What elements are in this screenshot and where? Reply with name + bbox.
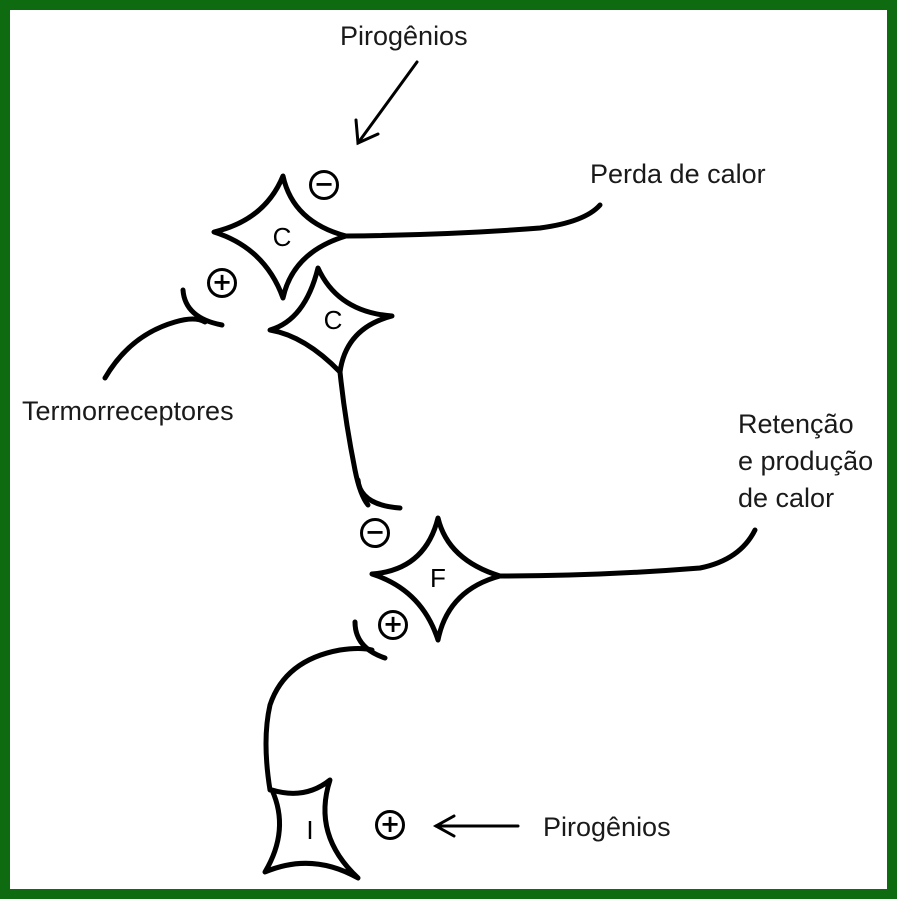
axon-c2-down [340, 372, 368, 505]
cell-i-label: I [290, 815, 330, 845]
axon-heat-retention [500, 530, 755, 576]
label-pyrogens-bottom: Pirogênios [543, 811, 671, 843]
inhibition-sign-c1: − [309, 170, 339, 200]
axon-heat-loss [346, 205, 600, 236]
thermoreceptor-axon [105, 319, 205, 378]
axon-i-up [266, 649, 372, 791]
arrow-pyrogens-top [358, 62, 417, 143]
excitation-sign-f: + [378, 610, 408, 640]
label-thermoreceptors: Termorreceptores [22, 395, 234, 427]
label-heat-retention-1: Retenção [738, 408, 854, 440]
cell-c1-label: C [262, 222, 302, 252]
cell-f-label: F [418, 563, 458, 593]
label-heat-retention-2: e produção [738, 445, 873, 477]
label-pyrogens-top: Pirogênios [340, 20, 468, 52]
label-heat-loss: Perda de calor [590, 158, 766, 190]
cell-c2-label: C [313, 305, 353, 335]
inhibition-sign-f: − [360, 518, 390, 548]
label-heat-retention-3: de calor [738, 482, 834, 514]
excitation-sign-i: + [375, 810, 405, 840]
excitation-sign-c1: + [207, 268, 237, 298]
